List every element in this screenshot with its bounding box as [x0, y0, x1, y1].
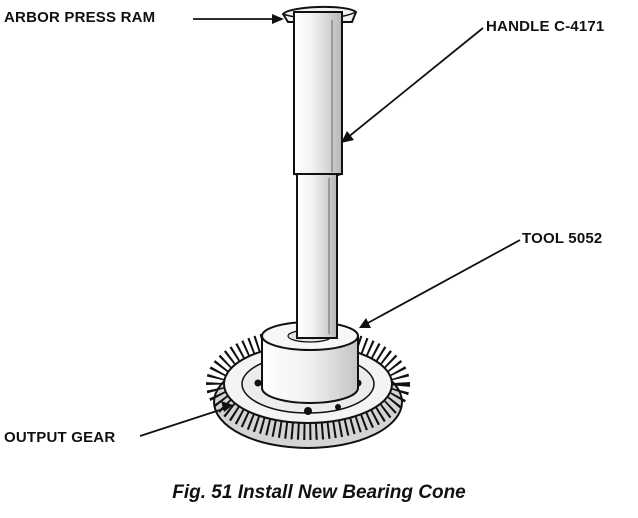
- leader-arbor-press-ram: [193, 14, 284, 24]
- handle-c4171: [293, 11, 343, 339]
- leader-handle: [341, 27, 484, 143]
- leader-tool: [359, 239, 521, 328]
- label-output-gear: OUTPUT GEAR: [4, 429, 116, 446]
- label-tool: TOOL 5052: [522, 230, 603, 247]
- leader-output-gear: [139, 401, 233, 437]
- label-arbor-press-ram: ARBOR PRESS RAM: [4, 9, 156, 26]
- label-handle: HANDLE C-4171: [486, 18, 605, 35]
- figure-caption: Fig. 51 Install New Bearing Cone: [172, 482, 466, 503]
